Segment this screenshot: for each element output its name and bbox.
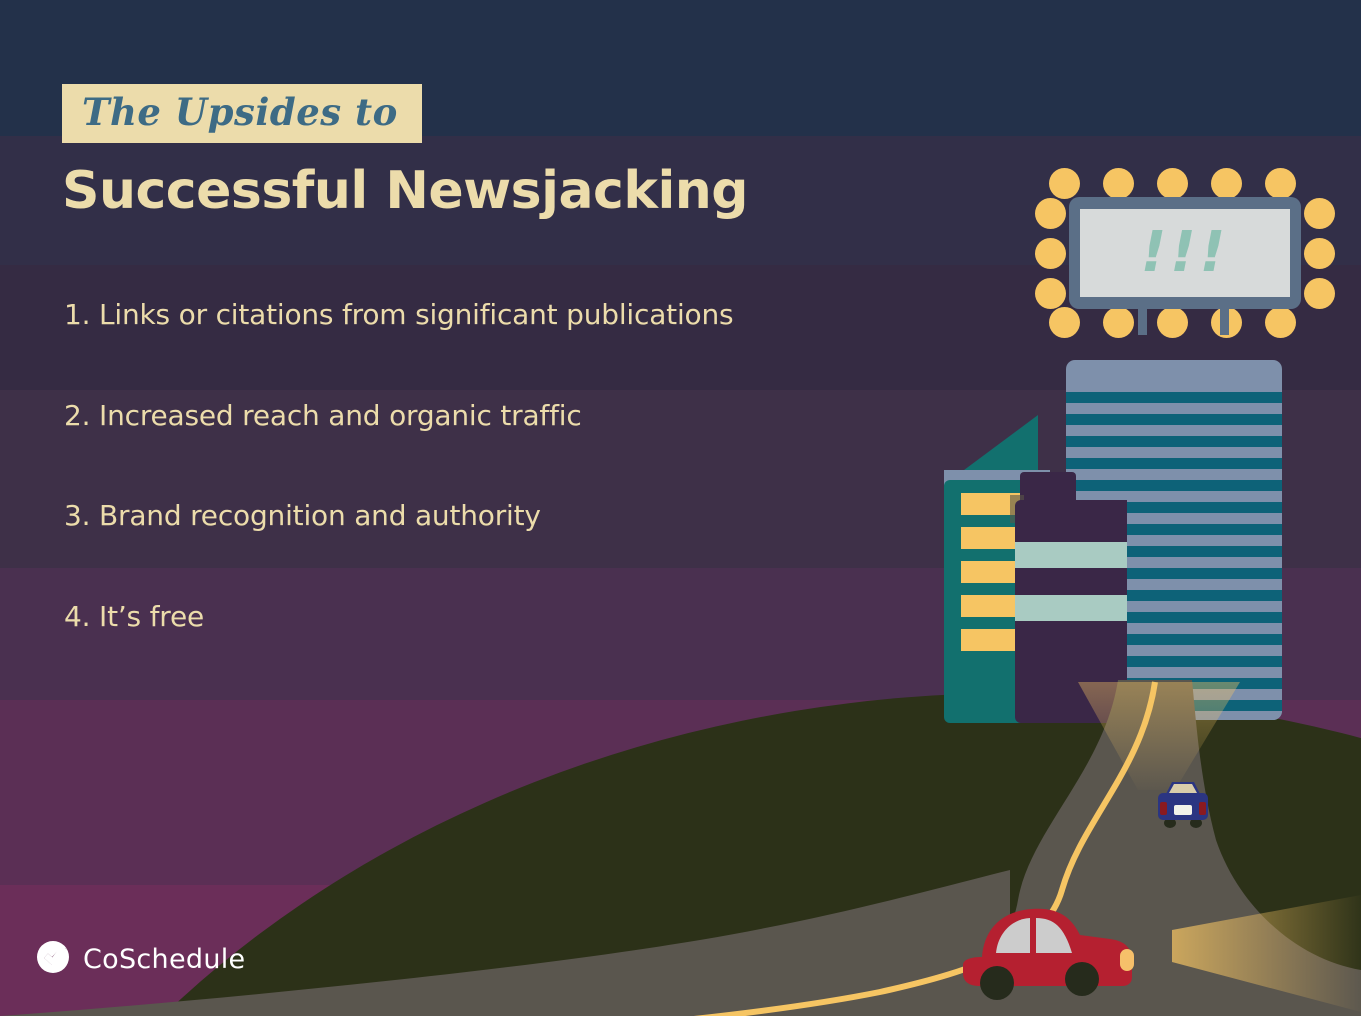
billboard-bulb-icon <box>1265 307 1296 338</box>
billboard-bulb-icon <box>1049 307 1080 338</box>
billboard-leg <box>1220 309 1229 335</box>
billboard-bulb-icon <box>1049 168 1080 199</box>
billboard-bulb-icon <box>1265 168 1296 199</box>
building-window <box>961 561 1024 583</box>
car-license-plate <box>1174 805 1192 815</box>
car-wheel <box>1190 818 1202 828</box>
billboard-bulb-icon <box>1103 307 1134 338</box>
page-title: Successful Newsjacking <box>62 161 749 221</box>
billboard-bulb-icon <box>1157 168 1188 199</box>
billboard-bulb-icon <box>1304 278 1335 309</box>
car-taillight <box>1199 802 1206 815</box>
billboard-screen: !!! <box>1080 209 1290 297</box>
blue-car <box>1156 778 1210 828</box>
billboard-bulb-icon <box>1304 198 1335 229</box>
red-car <box>960 895 1140 1005</box>
billboard-bulb-icon <box>1211 168 1242 199</box>
billboard-frame: !!! <box>1069 197 1301 309</box>
road-center-line <box>694 681 1158 1016</box>
building-window <box>961 629 1024 651</box>
building-window <box>961 527 1024 549</box>
billboard-bulb-icon <box>1035 278 1066 309</box>
road-svg <box>0 680 1361 1016</box>
billboard-bulb-icon <box>1157 307 1188 338</box>
billboard-bulb-icon <box>1103 168 1134 199</box>
check-circle-icon <box>36 940 70 979</box>
list-item: 3. Brand recognition and authority <box>64 499 541 533</box>
list-item: 2. Increased reach and organic traffic <box>64 398 582 432</box>
building-band <box>1015 595 1127 621</box>
car-headlight <box>1120 949 1134 971</box>
building-band <box>1015 542 1127 568</box>
building-window <box>961 595 1024 617</box>
list-item: 1. Links or citations from significant p… <box>64 298 734 331</box>
kicker-wrapper: The Upsides to <box>62 84 422 143</box>
road-surface-left <box>0 870 1010 1016</box>
coschedule-logo: CoSchedule <box>36 940 245 979</box>
kicker-label: The Upsides to <box>62 84 422 143</box>
car-wheel <box>980 966 1014 1000</box>
billboard-bulb-icon <box>1035 198 1066 229</box>
blue-car-headlight-beam <box>1078 682 1240 790</box>
billboard-bulb-icon <box>1035 238 1066 269</box>
billboard-message: !!! <box>1140 220 1230 285</box>
billboard: !!! <box>1035 168 1335 338</box>
road-scene <box>0 640 1361 1016</box>
red-car-headlight-beam <box>1172 895 1361 1012</box>
car-window <box>1169 784 1197 793</box>
car-window <box>996 918 1030 953</box>
benefits-list: 1. Links or citations from significant p… <box>64 298 944 700</box>
car-taillight <box>1160 802 1167 815</box>
car-wheel <box>1164 818 1176 828</box>
list-item: 4. It’s free <box>64 599 205 633</box>
logo-text: CoSchedule <box>83 944 246 975</box>
teal-building-roof-slope <box>960 415 1038 473</box>
car-wheel <box>1065 962 1099 996</box>
billboard-leg <box>1138 309 1147 335</box>
car-window <box>1036 918 1072 953</box>
billboard-bulb-icon <box>1304 238 1335 269</box>
